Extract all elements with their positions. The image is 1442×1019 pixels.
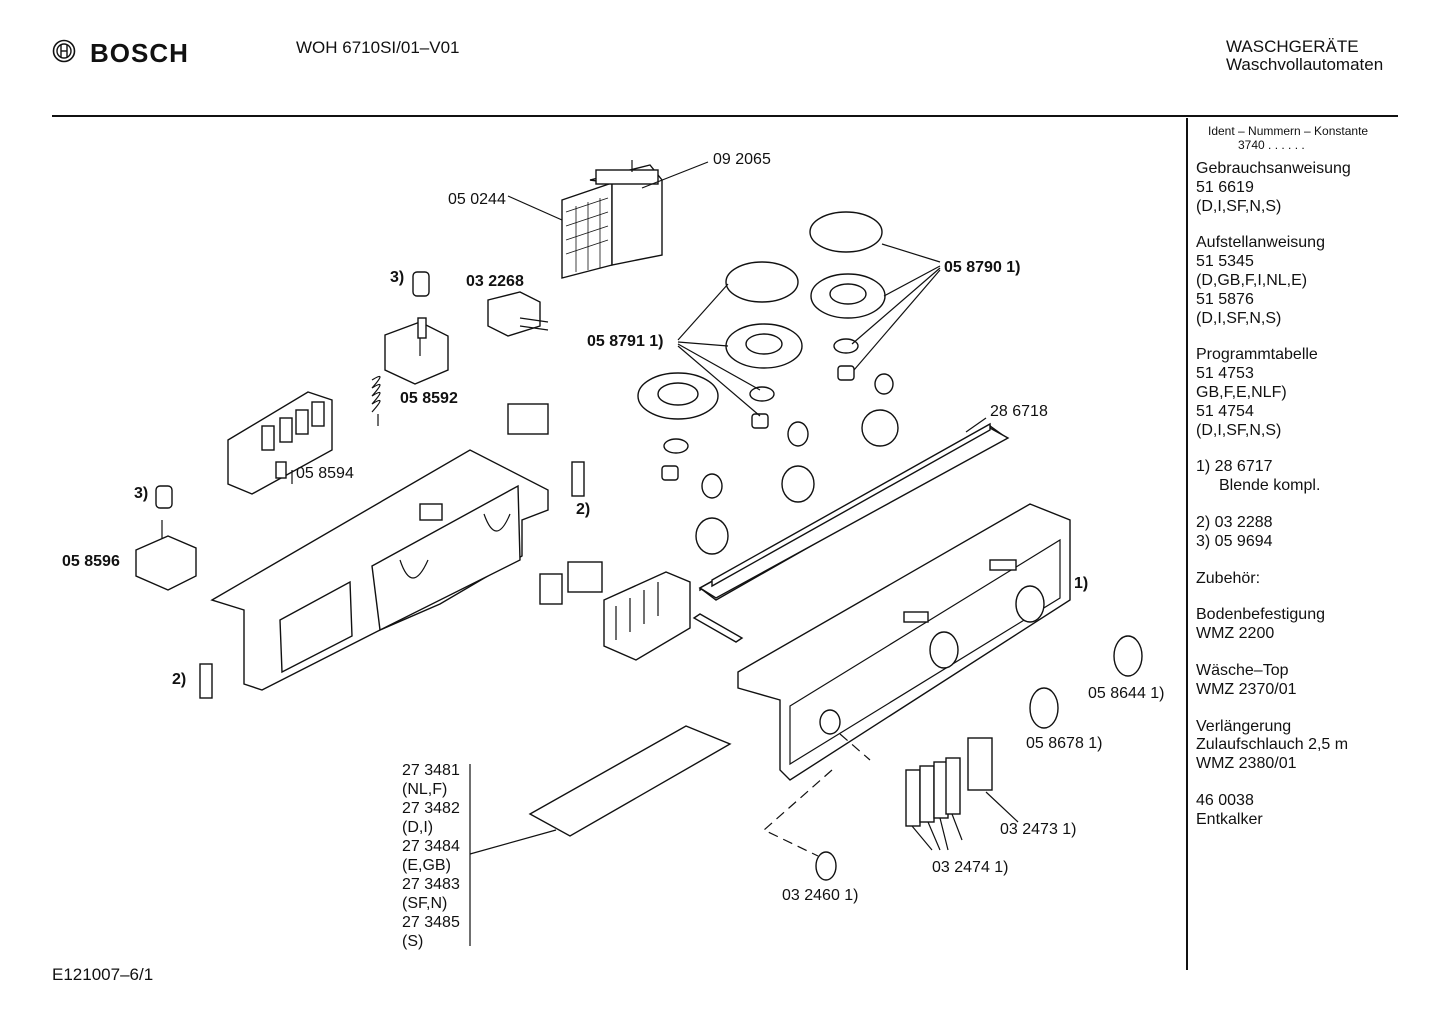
info-line: Zubehör: bbox=[1196, 569, 1261, 587]
brand-logo: BOSCH bbox=[52, 38, 189, 69]
pcb-drawing bbox=[227, 391, 333, 495]
program-table-sheet-drawing bbox=[528, 725, 732, 837]
label-058678: 05 8678 1) bbox=[1026, 735, 1103, 752]
info-line: 51 5876 bbox=[1196, 290, 1254, 308]
label-058644: 05 8644 1) bbox=[1088, 685, 1165, 702]
info-line: 1) 28 6717 bbox=[1196, 458, 1273, 476]
program-switch-drawing bbox=[371, 271, 449, 426]
info-line: WMZ 2200 bbox=[1196, 625, 1275, 643]
info-line: Entkalker bbox=[1196, 810, 1263, 828]
ident-title: Ident – Nummern – Konstante bbox=[1208, 124, 1369, 138]
info-line: 46 0038 bbox=[1196, 791, 1254, 809]
label-032460: 03 2460 1) bbox=[782, 887, 859, 904]
info-line: (D,I,SF,N,S) bbox=[1196, 421, 1282, 439]
relay-drawing bbox=[487, 291, 549, 337]
info-line: GB,F,E,NLF) bbox=[1196, 383, 1287, 401]
info-group: Zubehör: bbox=[1196, 570, 1396, 589]
document-code: E121007–6/1 bbox=[52, 965, 154, 984]
label-2-bracket-top: 2) bbox=[576, 501, 590, 518]
knob-caps-drawing bbox=[637, 211, 899, 555]
category-line-2: Waschvollautomaten bbox=[1226, 55, 1384, 74]
label-032474: 03 2474 1) bbox=[932, 859, 1009, 876]
info-line: Bodenbefestigung bbox=[1196, 606, 1325, 624]
table-list-item: 27 3482 bbox=[402, 800, 460, 817]
label-092065: 09 2065 bbox=[713, 151, 771, 168]
info-line: 51 4754 bbox=[1196, 402, 1254, 420]
label-3-knob: 3) bbox=[134, 485, 148, 502]
table-list-item: (E,GB) bbox=[402, 857, 451, 874]
table-list-item: (SF,N) bbox=[402, 895, 447, 912]
info-line: Verlängerung bbox=[1196, 717, 1292, 735]
label-286718: 28 6718 bbox=[990, 403, 1048, 420]
label-058594: 05 8594 bbox=[296, 465, 354, 482]
table-list-item: 27 3483 bbox=[402, 876, 460, 893]
label-058791: 05 8791 1) bbox=[587, 333, 664, 350]
label-032473: 03 2473 1) bbox=[1000, 821, 1077, 838]
label-3-switch: 3) bbox=[390, 269, 404, 286]
info-line-indented: Blende kompl. bbox=[1219, 477, 1321, 495]
table-list-item: (D,I) bbox=[402, 819, 433, 836]
label-050244: 05 0244 bbox=[448, 191, 506, 208]
label-032268: 03 2268 bbox=[466, 273, 524, 290]
bracket-drawing bbox=[199, 403, 585, 699]
info-line: Gebrauchsanweisung bbox=[1196, 160, 1351, 177]
ident-value: 3740 . . . . . . bbox=[1238, 138, 1305, 152]
pushbutton-block-drawing bbox=[539, 561, 691, 661]
info-line: Aufstellanweisung bbox=[1196, 234, 1325, 252]
table-list-item: 27 3481 bbox=[402, 762, 460, 779]
info-line: Programmtabelle bbox=[1196, 346, 1318, 364]
selector-knob-drawing bbox=[135, 485, 197, 591]
info-line: WMZ 2370/01 bbox=[1196, 680, 1297, 698]
info-line: Zulaufschlauch 2,5 m bbox=[1196, 736, 1349, 754]
table-list-item: 27 3484 bbox=[402, 838, 460, 855]
info-line: (D,I,SF,N,S) bbox=[1196, 197, 1282, 215]
table-list-item: (S) bbox=[402, 933, 423, 950]
control-panel-drawing bbox=[692, 422, 1071, 781]
rotary-knob-drawing bbox=[815, 635, 1143, 881]
timer-unit-drawing bbox=[561, 160, 663, 279]
info-line: WMZ 2380/01 bbox=[1196, 755, 1297, 773]
sidebar-divider bbox=[1186, 118, 1188, 970]
exploded-parts-diagram: 09 2065 05 0244 05 8790 1) 3) 03 2268 05… bbox=[62, 151, 1165, 950]
info-line: 2) 03 2288 bbox=[1196, 513, 1273, 531]
bosch-emblem-icon bbox=[52, 39, 76, 68]
button-caps-drawing bbox=[905, 737, 993, 827]
category-line-1: WASCHGERÄTE bbox=[1226, 37, 1359, 56]
info-line: 51 4753 bbox=[1196, 365, 1254, 383]
info-line: (D,GB,F,I,NL,E) bbox=[1196, 271, 1308, 289]
info-line: (D,I,SF,N,S) bbox=[1196, 309, 1282, 327]
header-rule bbox=[52, 115, 1398, 117]
label-2-bracket-bottom: 2) bbox=[172, 671, 186, 688]
model-number: WOH 6710SI/01–V01 bbox=[296, 38, 460, 57]
info-line: 51 5345 bbox=[1196, 253, 1254, 271]
label-1-frame: 1) bbox=[1074, 575, 1088, 592]
info-line: 3) 05 9694 bbox=[1196, 532, 1273, 550]
label-058790: 05 8790 1) bbox=[944, 259, 1021, 276]
chassis-drawing bbox=[210, 449, 549, 691]
info-line: Wäsche–Top bbox=[1196, 661, 1289, 679]
parts-info-sidebar: Ident – Nummern – Konstante 3740 . . . .… bbox=[1196, 124, 1396, 848]
program-table-list: 27 3481 (NL,F) 27 3482 (D,I) 27 3484 (E,GB) 27… bbox=[402, 762, 460, 950]
label-058592: 05 8592 bbox=[400, 390, 458, 407]
table-list-item: 27 3485 bbox=[402, 914, 460, 931]
brand-name: BOSCH bbox=[90, 38, 189, 68]
info-line: 51 6619 bbox=[1196, 178, 1254, 196]
table-list-item: (NL,F) bbox=[402, 781, 447, 798]
category: WASCHGERÄTE Waschvollautomaten bbox=[1226, 38, 1383, 74]
label-058596: 05 8596 bbox=[62, 553, 120, 570]
